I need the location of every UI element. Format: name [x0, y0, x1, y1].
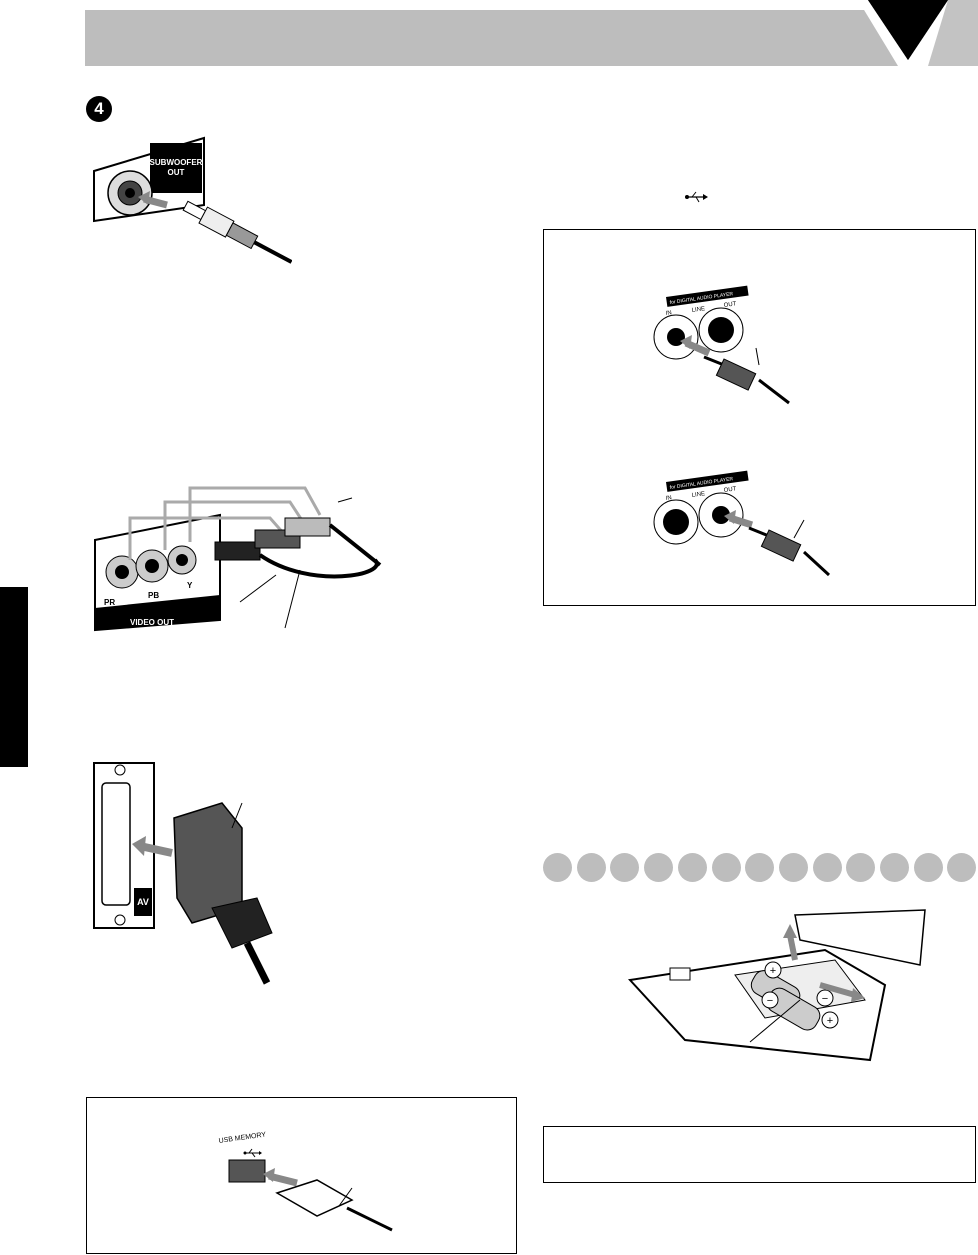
- line-in-illustration: for DIGITAL AUDIO PLAYER IN LINE OUT: [644, 285, 844, 415]
- svg-text:+: +: [770, 965, 776, 977]
- dot-icon: [745, 853, 774, 882]
- svg-text:−: −: [767, 995, 773, 1007]
- usb-plug: [277, 1180, 352, 1216]
- scart-illustration: AV: [92, 758, 282, 993]
- subwoofer-illustration: SUBWOOFER OUT: [92, 133, 292, 273]
- line-label-1: LINE: [691, 306, 705, 314]
- rca-plug: [181, 198, 292, 270]
- dot-icon: [914, 853, 943, 882]
- note-box: [543, 1126, 976, 1183]
- header-corner-triangle-icon: [858, 0, 978, 66]
- in-jack: [667, 328, 685, 346]
- rca-plug-red: [215, 542, 260, 560]
- remote-battery-illustration: + − − +: [625, 890, 935, 1070]
- dot-icon: [779, 853, 808, 882]
- dot-icon: [577, 853, 606, 882]
- line-label-2: LINE: [691, 491, 705, 499]
- usb-connection-box: USB MEMORY: [86, 1097, 517, 1254]
- dot-icon: [678, 853, 707, 882]
- svg-text:+: +: [827, 1015, 833, 1027]
- y-label: Y: [187, 581, 193, 590]
- usb-icon: [244, 1149, 263, 1157]
- usb-memory-label: USB MEMORY: [218, 1131, 267, 1145]
- subwoofer-label-line2: OUT: [168, 168, 185, 177]
- dot-icon: [846, 853, 875, 882]
- mini-plug-out: [761, 530, 800, 561]
- line-out-illustration: for DIGITAL AUDIO PLAYER IN LINE OUT: [644, 470, 844, 600]
- mini-plug-in: [716, 359, 755, 390]
- usb-port: [229, 1160, 265, 1182]
- pb-label: PB: [148, 591, 159, 600]
- svg-text:−: −: [822, 993, 828, 1005]
- usb-icon: [685, 190, 709, 204]
- out-jack: [708, 317, 734, 343]
- pr-label: PR: [104, 598, 115, 607]
- usb-illustration: USB MEMORY: [207, 1118, 407, 1248]
- av-label: AV: [137, 897, 149, 907]
- dot-icon: [947, 853, 976, 882]
- dots-row: [543, 853, 978, 883]
- dot-icon: [712, 853, 741, 882]
- scart-socket: [102, 783, 130, 905]
- component-label: COMPONENT: [122, 604, 174, 613]
- out-label-1: OUT: [723, 301, 737, 309]
- video-out-label: VIDEO OUT: [130, 618, 174, 627]
- audio-player-box: for DIGITAL AUDIO PLAYER IN LINE OUT for…: [543, 229, 976, 606]
- dot-icon: [644, 853, 673, 882]
- rca-plug-green: [285, 518, 330, 536]
- header-bar: [85, 10, 978, 66]
- component-video-illustration: PR PB Y COMPONENT VIDEO OUT: [90, 480, 400, 640]
- dot-icon: [610, 853, 639, 882]
- dot-icon: [813, 853, 842, 882]
- dot-icon: [543, 853, 572, 882]
- side-tab: [0, 587, 28, 767]
- step-number-icon: 4: [86, 96, 112, 122]
- dot-icon: [880, 853, 909, 882]
- subwoofer-label-line1: SUBWOOFER: [150, 158, 203, 167]
- out-label-2: OUT: [723, 486, 737, 494]
